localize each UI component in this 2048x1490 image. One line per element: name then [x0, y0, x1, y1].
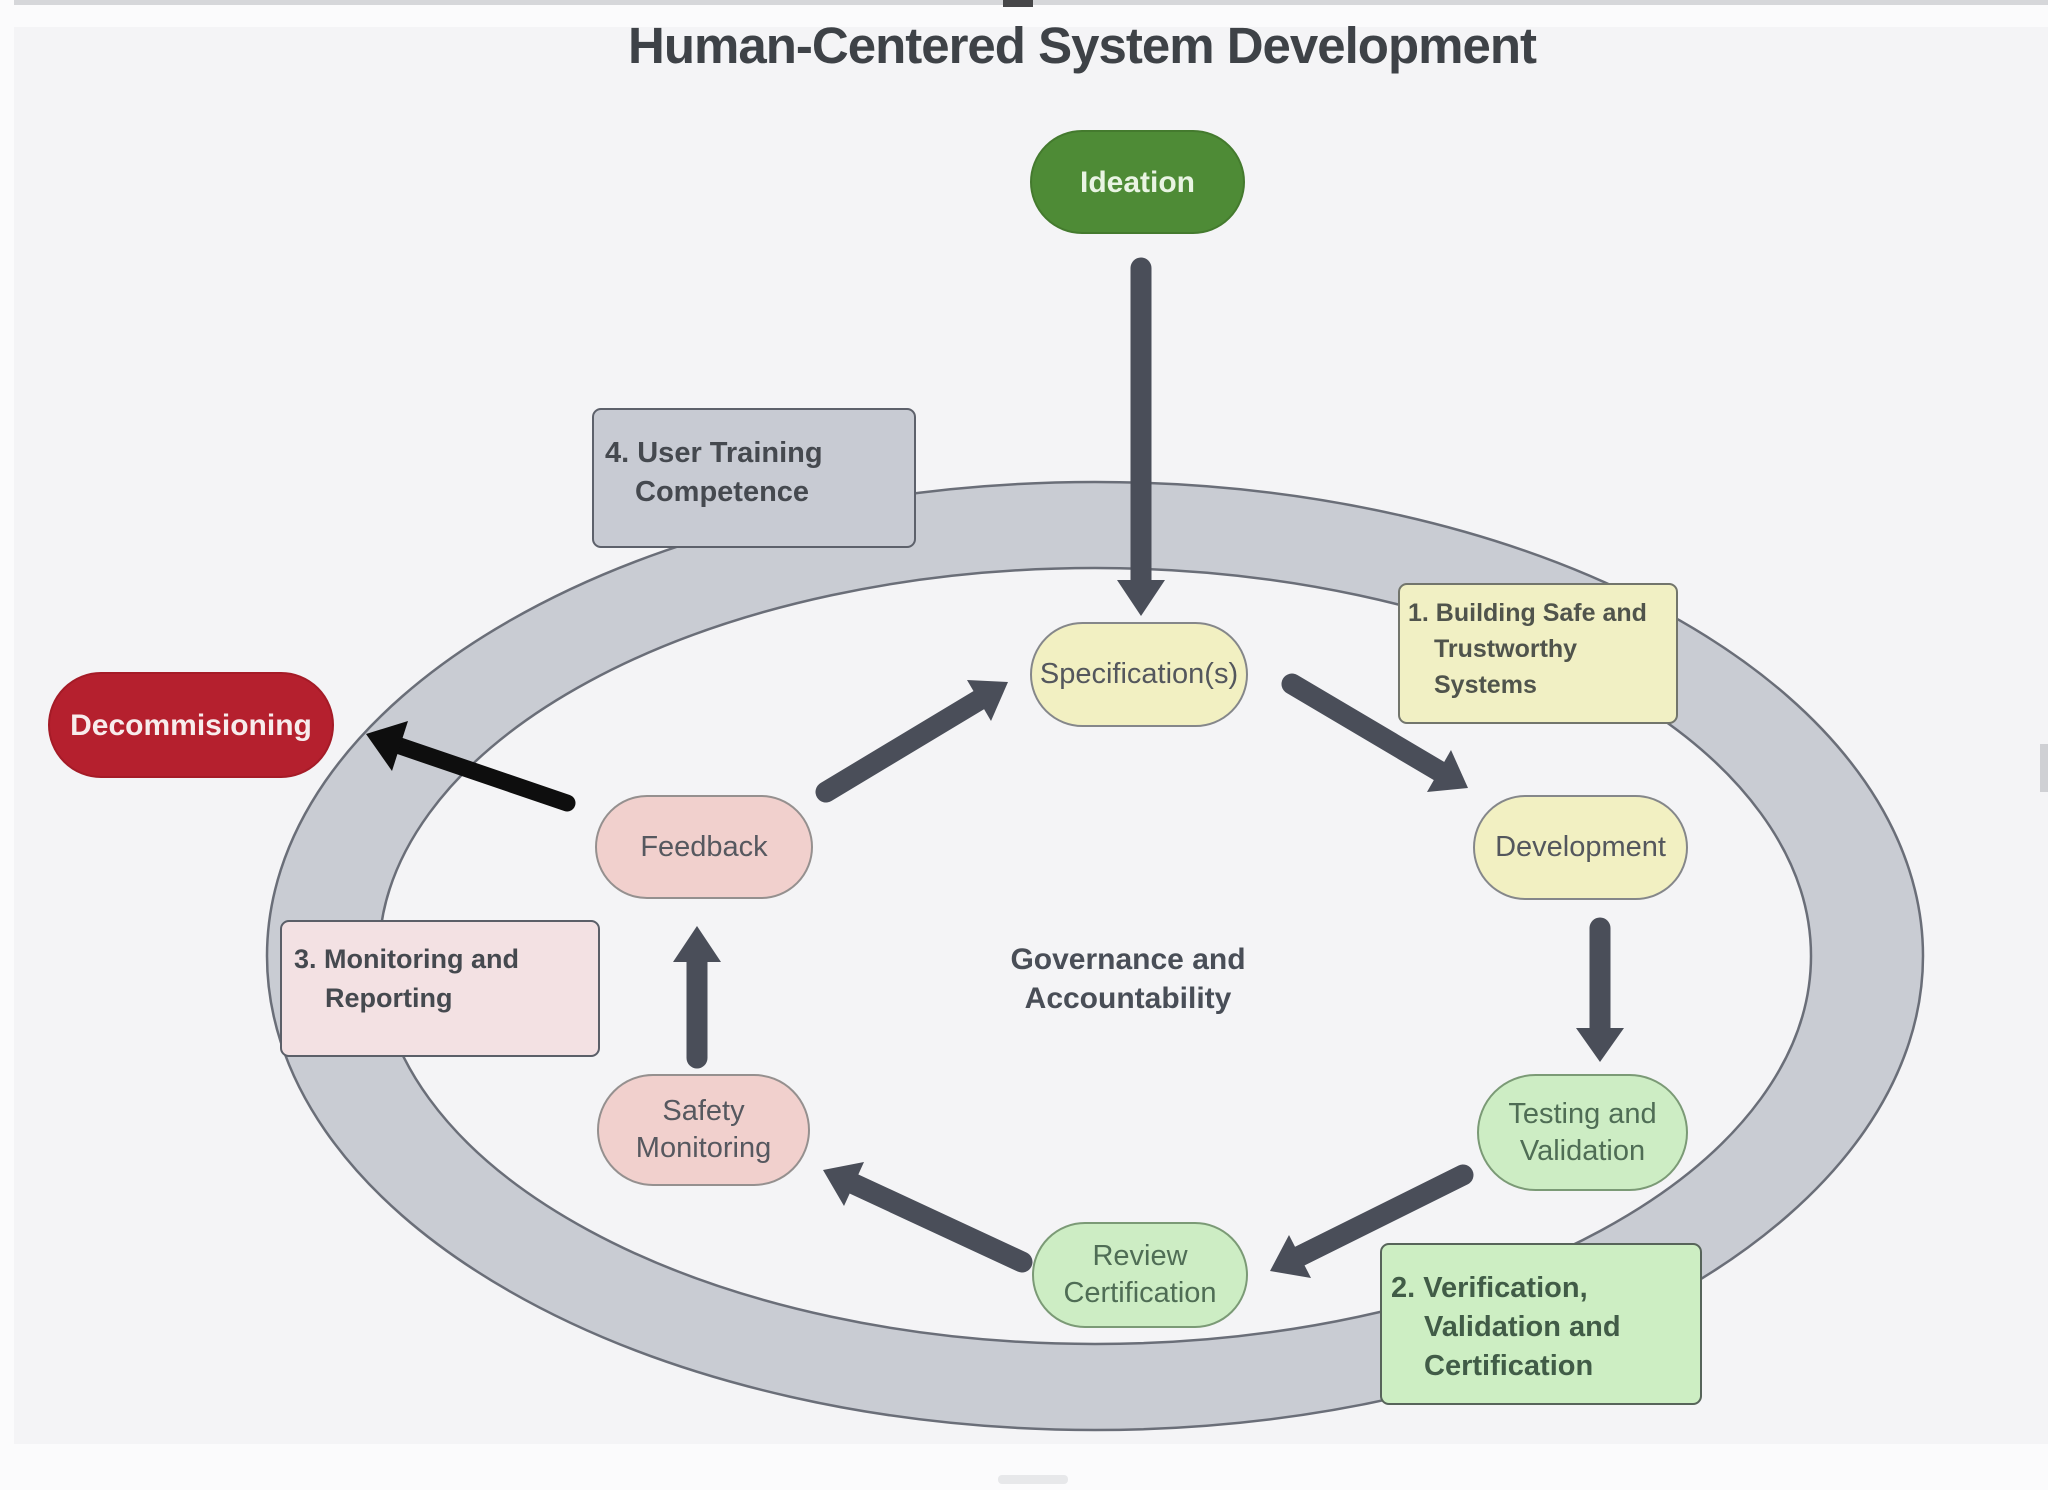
node-development-label: Development [1495, 831, 1666, 863]
node-review-line2: Certification [1063, 1277, 1217, 1309]
artifact-top-dash [1003, 0, 1033, 7]
node-specification-label: Specification(s) [1039, 658, 1239, 690]
node-ideation: Ideation [1030, 130, 1245, 234]
node-review-line1: Review [1092, 1240, 1188, 1272]
callout-verification-line3: Certification [1424, 1350, 1594, 1382]
page-title: Human-Centered System Development [628, 17, 1537, 74]
node-decommissioning-label: Decommisioning [70, 708, 312, 742]
node-feedback: Feedback [595, 795, 813, 899]
callout-monitoring-line1: 3. Monitoring and [294, 944, 519, 974]
node-testing-line2: Validation [1519, 1134, 1646, 1167]
artifact-bottom-smudge [998, 1475, 1068, 1484]
arrow-review-to-safety [823, 1162, 1033, 1273]
callout-verification: 2. Verification, Validation and Certific… [1380, 1243, 1702, 1405]
node-safety-line2: Monitoring [635, 1132, 772, 1164]
arrow-development-to-testing [1576, 917, 1624, 1062]
callout-user-training-line2: Competence [635, 476, 810, 508]
node-decommissioning: Decommisioning [48, 672, 334, 778]
arrow-specification-to-development [1281, 673, 1468, 792]
arrow-feedback-to-specification [815, 680, 1008, 803]
arrow-safety-to-feedback [673, 926, 721, 1069]
node-feedback-label: Feedback [640, 830, 768, 863]
node-safety-monitoring: Safety Monitoring [597, 1074, 810, 1186]
callout-building-safe: 1. Building Safe and Trustworthy Systems [1398, 583, 1678, 724]
left-margin [0, 0, 14, 1490]
node-testing-line1: Testing and [1508, 1097, 1657, 1130]
ring-outer-border [265, 480, 1925, 1432]
callout-user-training: 4. User Training Competence [592, 408, 916, 548]
artifact-right-edge-mark [2040, 744, 2048, 792]
callout-user-training-line1: 4. User Training [605, 437, 823, 469]
node-testing-validation: Testing and Validation [1477, 1074, 1688, 1191]
callout-verification-line2: Validation and [1424, 1311, 1621, 1343]
arrow-ideation-to-specification [1117, 257, 1165, 616]
arrow-testing-to-review [1270, 1164, 1474, 1278]
node-development: Development [1473, 795, 1688, 900]
callout-verification-line1: 2. Verification, [1391, 1272, 1588, 1304]
callout-monitoring-line2: Reporting [325, 983, 453, 1013]
top-margin [0, 5, 2048, 27]
node-safety-line1: Safety [662, 1095, 745, 1127]
callout-monitoring-reporting: 3. Monitoring and Reporting [280, 920, 600, 1057]
callout-building-safe-line1: 1. Building Safe and [1408, 599, 1647, 627]
callout-building-safe-line3: Systems [1434, 671, 1537, 699]
node-review-certification: Review Certification [1032, 1222, 1248, 1328]
callout-building-safe-line2: Trustworthy [1434, 635, 1578, 663]
node-ideation-label: Ideation [1079, 165, 1195, 199]
node-specification: Specification(s) [1030, 622, 1248, 727]
governance-line1: Governance and [1010, 943, 1246, 976]
governance-label: Governance and Accountability [1010, 940, 1245, 1018]
arrow-feedback-to-decommissioning [366, 721, 576, 812]
governance-line2: Accountability [1024, 982, 1232, 1015]
